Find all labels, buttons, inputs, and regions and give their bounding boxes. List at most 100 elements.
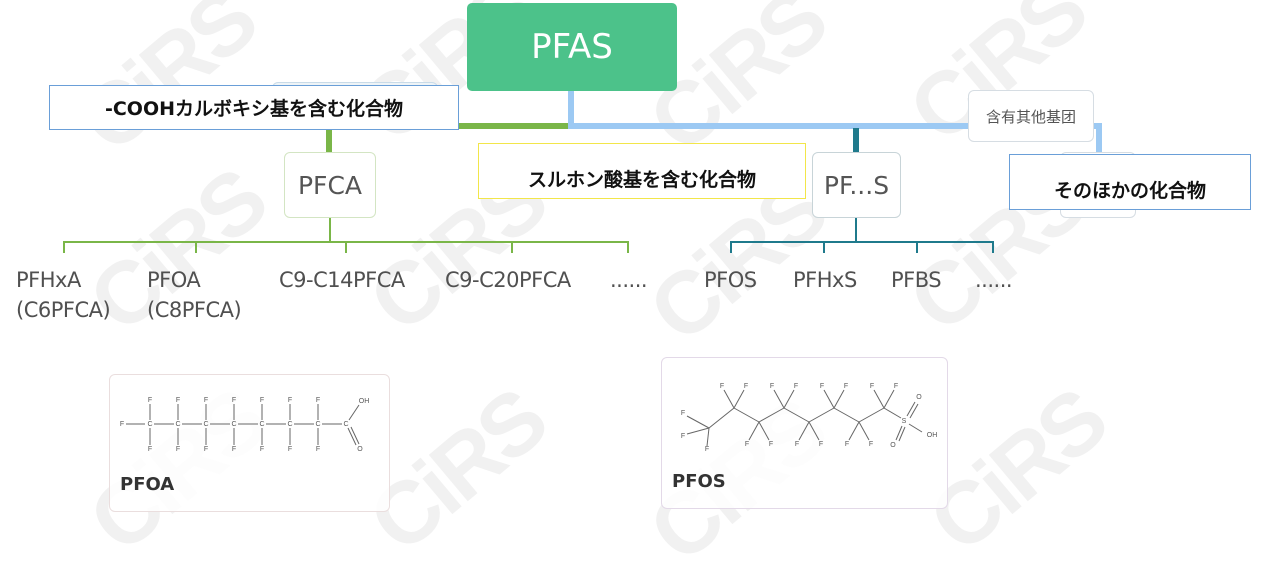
leaf-c9-c14pfca[interactable]: C9-C14PFCA xyxy=(279,265,405,295)
leaf-c9-c20pfca-name: C9-C20PFCA xyxy=(445,268,571,292)
leaf-pfhxs-name: PFHxS xyxy=(793,268,857,292)
connector-pfca-down xyxy=(326,123,332,153)
bond xyxy=(686,415,710,429)
leaf-pfoa-name: PFOA xyxy=(147,268,201,292)
bond xyxy=(858,421,870,441)
bond xyxy=(773,389,785,409)
leaf-c9-c14pfca-name: C9-C14PFCA xyxy=(279,268,405,292)
atom-f: F xyxy=(794,383,798,390)
atom-f: F xyxy=(260,397,264,404)
bond xyxy=(848,421,860,441)
bond xyxy=(908,423,923,433)
bond xyxy=(758,407,785,423)
connector-pfs-children xyxy=(855,218,857,242)
root-node-pfas[interactable]: PFAS xyxy=(467,3,677,91)
bond xyxy=(733,407,760,423)
leaf-pfbs-name: PFBS xyxy=(891,268,942,292)
connector-right-branch xyxy=(568,123,1102,129)
atom-f: F xyxy=(845,441,849,448)
atom-f: F xyxy=(148,446,152,453)
bond xyxy=(783,389,795,409)
bond xyxy=(686,427,710,435)
node-other-groups[interactable]: 含有其他基团 xyxy=(968,90,1094,142)
atom-c: C xyxy=(147,421,152,428)
annotation-other: そのほかの化合物 xyxy=(1009,154,1251,210)
atom-f: F xyxy=(894,383,898,390)
atom-f: F xyxy=(744,383,748,390)
leaf-pfhxa-name: PFHxA xyxy=(16,268,81,292)
leaf-pfoa-alias: (C8PFCA) xyxy=(147,298,242,322)
connector-pfca-children xyxy=(329,218,331,242)
bond xyxy=(883,407,902,419)
connector-pfs-children xyxy=(730,241,732,253)
connector-pfs-down xyxy=(853,128,859,152)
leaf-c9-c20pfca[interactable]: C9-C20PFCA xyxy=(445,265,571,295)
leaf-pfos[interactable]: PFOS xyxy=(704,265,757,295)
leaf-pfhxa-alias: (C6PFCA) xyxy=(16,298,111,322)
node-pfca[interactable]: PFCA xyxy=(284,152,376,218)
leaf-pfca-more-text: ...... xyxy=(610,268,648,292)
atom-f: F xyxy=(795,441,799,448)
bond xyxy=(348,404,360,421)
atom-f: F xyxy=(681,410,685,417)
leaf-pfoa[interactable]: PFOA (C8PFCA) xyxy=(147,265,242,325)
atom-o: O xyxy=(357,446,363,453)
leaf-pfhxs[interactable]: PFHxS xyxy=(793,265,857,295)
leaf-pfhxa[interactable]: PFHxA (C6PFCA) xyxy=(16,265,111,325)
atom-o: O xyxy=(916,394,922,401)
leaf-pfbs[interactable]: PFBS xyxy=(891,265,942,295)
atom-f: F xyxy=(870,383,874,390)
connector-pfca-children xyxy=(63,241,65,253)
atom-s: S xyxy=(902,418,907,425)
atom-c: C xyxy=(259,421,264,428)
atom-f: F xyxy=(745,441,749,448)
node-pfs[interactable]: PF...S xyxy=(812,152,901,218)
connector-pfs-children xyxy=(992,241,994,253)
atom-f: F xyxy=(232,397,236,404)
leaf-pfos-name: PFOS xyxy=(704,268,757,292)
root-node-label: PFAS xyxy=(531,27,613,67)
atom-f: F xyxy=(681,433,685,440)
atom-f: F xyxy=(148,397,152,404)
annotation-other-text: そのほかの化合物 xyxy=(1053,180,1206,202)
bond xyxy=(833,389,845,409)
atom-c: C xyxy=(175,421,180,428)
bond xyxy=(909,403,919,419)
connector-root xyxy=(568,90,574,128)
bond xyxy=(898,426,906,442)
atom-f: F xyxy=(288,446,292,453)
atom-f: F xyxy=(820,383,824,390)
leaf-pfs-more[interactable]: ...... xyxy=(975,265,1013,295)
atom-f: F xyxy=(232,446,236,453)
atom-f: F xyxy=(316,446,320,453)
atom-f: F xyxy=(769,441,773,448)
node-pfca-label: PFCA xyxy=(297,170,362,200)
atom-f: F xyxy=(176,397,180,404)
atom-f: F xyxy=(869,441,873,448)
connector-other-down xyxy=(1096,123,1102,153)
node-pfs-label: PF...S xyxy=(823,170,890,200)
bond xyxy=(748,421,760,441)
bond xyxy=(823,389,835,409)
bond xyxy=(723,389,735,409)
atom-f: F xyxy=(316,397,320,404)
atom-f: F xyxy=(204,446,208,453)
leaf-pfca-more[interactable]: ...... xyxy=(610,265,648,295)
atom-c: C xyxy=(203,421,208,428)
atom-f: F xyxy=(288,397,292,404)
atom-f: F xyxy=(176,446,180,453)
bond xyxy=(733,389,745,409)
leaf-pfs-more-text: ...... xyxy=(975,268,1013,292)
annotation-carboxyl-text: -COOHカルボキシ基を含む化合物 xyxy=(104,98,404,120)
connector-pfs-children xyxy=(916,241,918,253)
atom-f: F xyxy=(819,441,823,448)
bond xyxy=(347,427,357,446)
connector-pfca-children xyxy=(195,241,197,253)
connector-pfca-children xyxy=(511,241,513,253)
atom-f: F xyxy=(204,397,208,404)
connector-pfs-children xyxy=(730,241,994,243)
atom-c: C xyxy=(315,421,320,428)
